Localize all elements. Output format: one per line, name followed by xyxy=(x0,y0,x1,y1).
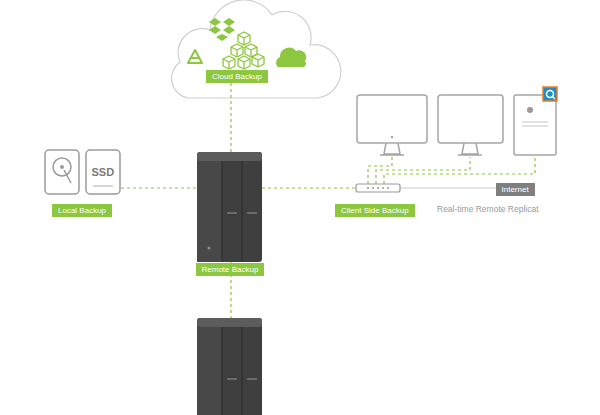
ssd-icon xyxy=(86,150,120,194)
cube xyxy=(252,54,264,67)
ssd-slot xyxy=(93,185,113,186)
router-light xyxy=(382,187,384,189)
router xyxy=(356,184,400,192)
dropbox-part xyxy=(216,34,228,41)
cube xyxy=(238,56,250,69)
nas-bay-divider xyxy=(222,327,223,415)
cube xyxy=(231,44,243,57)
dropbox-part xyxy=(209,18,221,26)
dashed-link xyxy=(384,156,535,184)
remote-nas-device xyxy=(197,318,262,415)
badge-text: Local Backup xyxy=(58,206,106,215)
router-light xyxy=(387,187,389,189)
nas-bay-handle xyxy=(247,212,257,214)
nas-bay-divider xyxy=(242,161,243,262)
drive-icon xyxy=(188,50,202,63)
nas-bay-handle xyxy=(227,212,237,214)
nas-body xyxy=(197,152,262,262)
dashed-link xyxy=(230,83,231,152)
badge-text: Internet xyxy=(502,185,529,194)
nas-panel xyxy=(197,327,222,415)
nas-body xyxy=(197,318,262,415)
internet-line xyxy=(400,188,496,189)
backup-badge: Cloud Backup xyxy=(206,70,268,83)
monitor-stand xyxy=(458,143,482,155)
dropbox-part xyxy=(223,18,235,26)
nas-bay-divider xyxy=(242,327,243,415)
internet-badge: Internet xyxy=(496,183,535,196)
nas-bay-handle xyxy=(247,378,257,380)
badge-text: Cloud Backup xyxy=(212,72,262,81)
cubes-icon xyxy=(223,32,264,69)
backup-badge: Remote Backup xyxy=(196,263,265,276)
router-lights xyxy=(367,187,389,189)
hdd-spindle xyxy=(60,165,64,169)
nas-light xyxy=(208,247,211,250)
nas-bay-handle xyxy=(227,378,237,380)
backup-badge: Local Backup xyxy=(52,204,112,217)
backup-badge: Client Side Backup xyxy=(335,204,415,217)
app-icon-mark xyxy=(552,96,555,99)
monitor-stand xyxy=(380,143,404,155)
nas-bay-divider xyxy=(222,161,223,262)
note-text: Real-time Remote Replicat xyxy=(437,205,539,214)
nas-device xyxy=(197,152,262,262)
monitor-dot xyxy=(391,136,393,138)
tower-line xyxy=(522,122,548,123)
hdd-arm xyxy=(64,170,71,183)
dashed-link xyxy=(376,157,470,184)
dropbox-part xyxy=(223,26,235,34)
hdd-icon xyxy=(45,150,79,194)
cube xyxy=(238,32,250,45)
nas-top xyxy=(197,152,262,161)
router-light xyxy=(377,187,379,189)
dashed-links xyxy=(121,83,535,318)
onedrive-icon xyxy=(276,48,306,67)
app-icon xyxy=(543,87,557,101)
router-light xyxy=(367,187,369,189)
badge-text: Client Side Backup xyxy=(341,206,409,215)
hdd-platter xyxy=(53,158,71,176)
cloud-outline xyxy=(172,0,341,98)
dashed-link xyxy=(262,187,356,188)
tower-line xyxy=(522,126,548,127)
router-light xyxy=(372,187,374,189)
dropbox-icon xyxy=(209,18,235,41)
tower-button xyxy=(527,107,533,113)
dropbox-part xyxy=(209,26,221,34)
tower-pc xyxy=(514,95,556,155)
dashed-link xyxy=(121,187,197,188)
cube xyxy=(223,56,235,69)
monitor xyxy=(357,95,427,143)
badge-text: Remote Backup xyxy=(202,265,259,274)
nas-panel xyxy=(197,161,222,262)
monitor xyxy=(438,95,503,143)
drive-label: SSD xyxy=(92,167,115,178)
nas-top xyxy=(197,318,262,327)
